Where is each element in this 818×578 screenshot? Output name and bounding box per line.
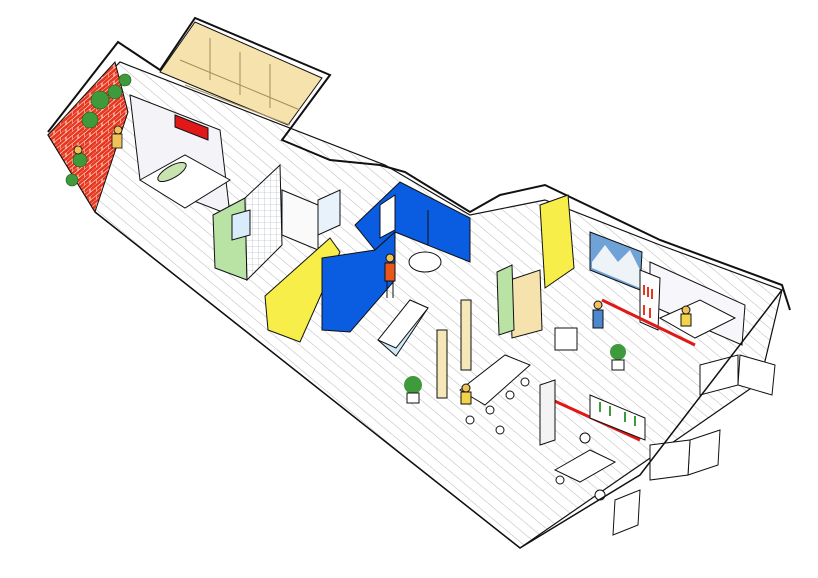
photo-mountains xyxy=(592,245,640,288)
people-on-terrace xyxy=(73,125,123,155)
kitchen-island-top xyxy=(377,299,429,349)
storage-shelves xyxy=(179,38,301,126)
dining-table xyxy=(459,354,531,406)
shower-glass xyxy=(231,209,251,241)
green-door-panel xyxy=(496,264,515,336)
balcony-railing-2 xyxy=(687,429,721,476)
bookshelf-tower-2 xyxy=(436,329,448,399)
bedroom-red-window xyxy=(174,114,209,141)
bookshelf-tower-1 xyxy=(460,299,472,371)
study-bookshelf xyxy=(589,394,646,441)
bathroom-window xyxy=(317,189,341,236)
armchair xyxy=(554,327,578,351)
yellow-floor-strip xyxy=(264,237,341,343)
partition-wall xyxy=(539,379,556,446)
bed xyxy=(139,154,231,209)
beige-door-panel xyxy=(509,269,543,339)
person-sleeping xyxy=(157,161,187,183)
kitchen-window xyxy=(379,194,396,239)
desk xyxy=(553,449,617,483)
potted-plant-2 xyxy=(610,344,626,371)
person-cooking xyxy=(384,253,396,298)
hanging-plants xyxy=(65,73,132,187)
study-books xyxy=(599,402,636,426)
storage-room xyxy=(159,21,323,126)
person-on-sofa xyxy=(680,305,692,327)
person-standing xyxy=(592,300,604,329)
potted-plant xyxy=(404,376,422,404)
round-table xyxy=(408,251,442,273)
bathroom-tile-wall xyxy=(244,163,283,282)
yellow-bathroom-wall xyxy=(539,194,575,289)
bookshelf-books xyxy=(643,285,653,318)
front-wall-cut xyxy=(94,211,783,549)
red-beam-1 xyxy=(601,298,696,347)
person-at-table xyxy=(460,383,472,405)
balcony-railing-1 xyxy=(737,354,776,396)
exterior-wall-top xyxy=(47,16,791,311)
exterior-wall-block-2 xyxy=(649,439,691,481)
dining-chairs xyxy=(465,377,530,435)
balcony-railing-3 xyxy=(612,489,641,536)
